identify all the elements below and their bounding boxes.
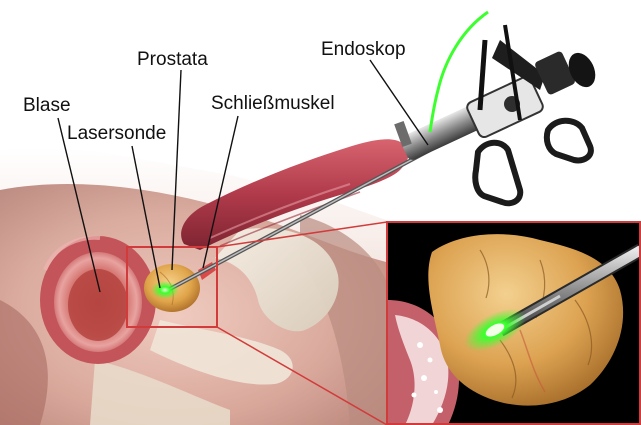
label-lasersonde: Lasersonde (67, 124, 166, 143)
bladder-illustration (40, 236, 156, 364)
label-schliessmuskel: Schließmuskel (211, 94, 335, 113)
laser-beam (151, 281, 179, 299)
label-prostata: Prostata (137, 50, 208, 69)
label-endoskop: Endoskop (321, 40, 406, 59)
magnified-inset (387, 222, 641, 425)
label-blase: Blase (23, 96, 71, 115)
